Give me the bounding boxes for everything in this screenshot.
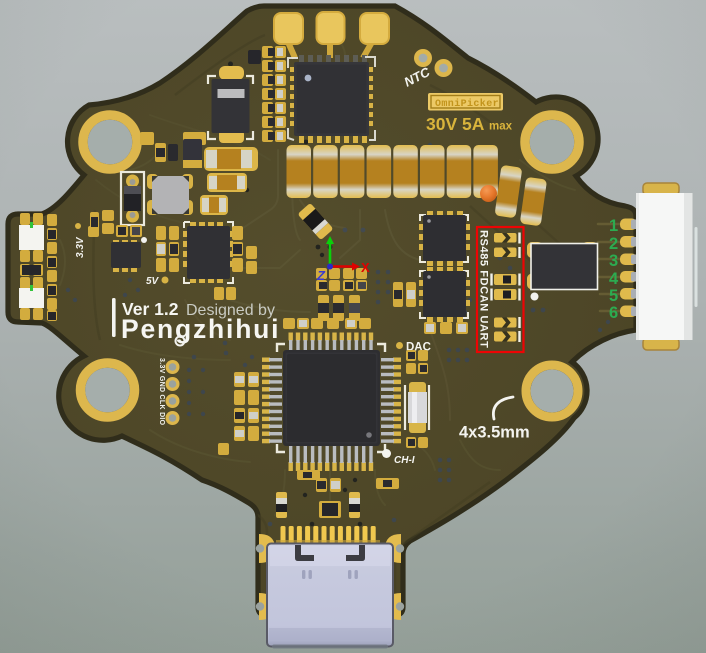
svg-text:4: 4 bbox=[609, 270, 619, 288]
svg-text:RS485 FDCAN UART: RS485 FDCAN UART bbox=[478, 230, 490, 348]
svg-text:Z: Z bbox=[316, 268, 326, 283]
svg-text:5: 5 bbox=[609, 287, 618, 305]
svg-text:6: 6 bbox=[609, 304, 618, 322]
svg-text:4x3.5mm: 4x3.5mm bbox=[459, 424, 530, 442]
svg-text:1: 1 bbox=[609, 217, 618, 235]
svg-text:X: X bbox=[361, 260, 370, 275]
svg-text:2: 2 bbox=[609, 235, 618, 253]
svg-text:3.3V: 3.3V bbox=[75, 236, 86, 258]
svg-text:Ver 1.2: Ver 1.2 bbox=[122, 299, 179, 319]
svg-text:Designed by: Designed by bbox=[186, 302, 275, 319]
svg-text:CH-I: CH-I bbox=[394, 455, 415, 466]
svg-text:3: 3 bbox=[609, 252, 618, 270]
svg-text:Pengzhihui: Pengzhihui bbox=[121, 314, 280, 344]
svg-text:max: max bbox=[489, 121, 513, 133]
svg-text:5V: 5V bbox=[146, 276, 160, 287]
svg-text:OmniPicker: OmniPicker bbox=[435, 98, 499, 110]
svg-text:3.3V GND CLK DIO: 3.3V GND CLK DIO bbox=[158, 358, 165, 426]
svg-text:30V 5A: 30V 5A bbox=[426, 114, 485, 134]
